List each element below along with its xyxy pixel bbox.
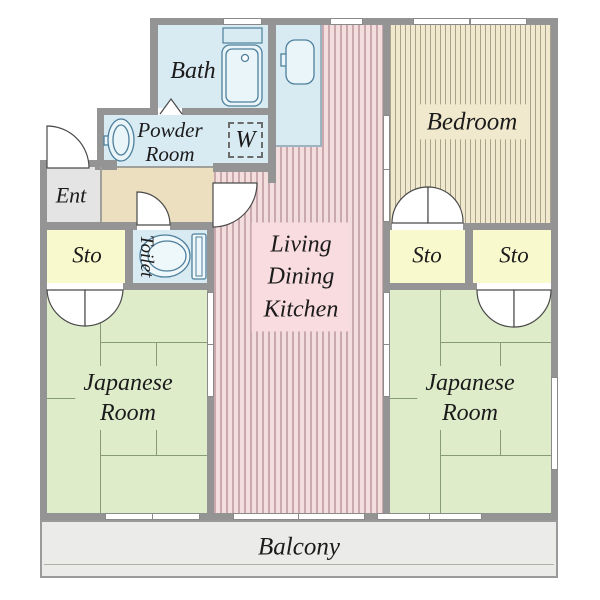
- step-line: [100, 167, 102, 222]
- room-entrance: [47, 167, 100, 222]
- tatami-line: [440, 455, 551, 456]
- tatami-line: [100, 290, 101, 513]
- doorway-gap: [477, 283, 551, 290]
- doorway-gap: [47, 160, 89, 167]
- sliding-door: [383, 115, 390, 222]
- washing-machine-space: W: [228, 122, 263, 158]
- doorway-gap: [47, 283, 123, 290]
- washer-label: W: [235, 126, 256, 153]
- wall-segment: [95, 160, 117, 170]
- balcony-rail-line: [44, 564, 554, 565]
- wall-segment: [150, 18, 158, 115]
- tatami-line: [500, 342, 501, 455]
- wall-segment: [383, 283, 558, 290]
- tatami-line: [100, 455, 207, 456]
- sliding-door-divider: [384, 344, 389, 345]
- threshold-line: [117, 166, 213, 168]
- wall-segment: [213, 163, 275, 172]
- room-japanese-left: [47, 290, 207, 513]
- window-divider: [152, 514, 153, 519]
- window: [551, 377, 558, 470]
- wall-segment: [97, 108, 104, 167]
- doorway-gap: [392, 223, 463, 230]
- tatami-line: [390, 398, 440, 399]
- room-japanese-right: [390, 290, 551, 513]
- tatami-line: [440, 342, 551, 343]
- wall-segment: [125, 222, 133, 290]
- wall-segment: [128, 222, 214, 230]
- window: [330, 18, 363, 25]
- wall-segment: [551, 18, 558, 520]
- window-divider: [429, 514, 430, 519]
- tatami-line: [100, 342, 207, 343]
- room-bedroom: [390, 25, 551, 223]
- room-storage-middle: [390, 230, 465, 283]
- doorway-gap: [158, 108, 182, 115]
- wall-segment: [465, 223, 473, 290]
- tatami-line: [156, 342, 157, 455]
- room-hallway: [100, 166, 214, 223]
- tatami-line: [440, 290, 441, 513]
- room-bath: [157, 24, 269, 114]
- wall-segment: [40, 283, 214, 290]
- room-storage-right: [473, 230, 551, 283]
- window: [470, 18, 527, 25]
- window: [413, 18, 470, 25]
- wall-segment: [97, 108, 276, 115]
- wall-segment: [40, 222, 133, 230]
- window: [223, 18, 262, 25]
- window-divider: [298, 514, 299, 519]
- wall-segment: [383, 18, 390, 513]
- room-toilet: [133, 230, 207, 283]
- window: [233, 513, 365, 520]
- sliding-door-divider: [208, 344, 213, 345]
- sliding-door-divider: [384, 169, 389, 170]
- wall-segment: [40, 160, 47, 520]
- room-storage-left: [47, 230, 125, 283]
- kitchen-counter: [276, 25, 322, 147]
- doorway-gap: [137, 222, 170, 230]
- room-balcony: [40, 520, 558, 578]
- wall-segment: [268, 18, 276, 183]
- tatami-line: [47, 398, 100, 399]
